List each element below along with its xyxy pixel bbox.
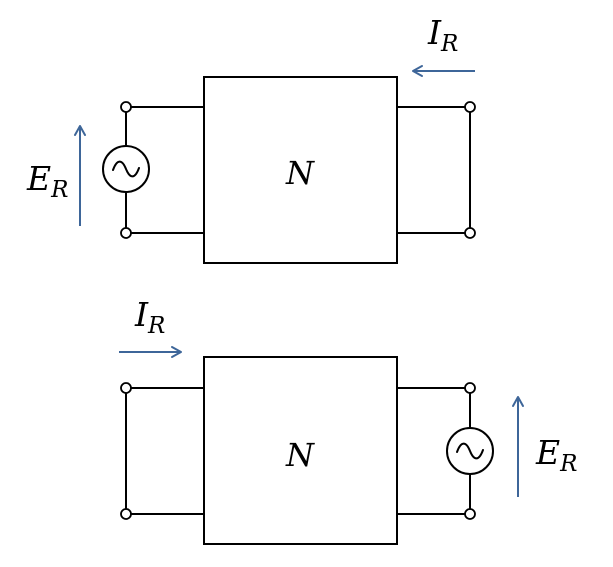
- terminal-left-top: [120, 101, 132, 113]
- network-box: [203, 356, 398, 545]
- tilde-icon: [112, 160, 140, 178]
- current-label: IR: [134, 295, 165, 339]
- voltage-label: ER: [535, 433, 577, 477]
- terminal-right-top: [464, 382, 476, 394]
- network-label: N: [285, 154, 315, 192]
- circuit-bottom: N ER: [119, 295, 577, 545]
- terminal-left-bottom: [120, 508, 132, 520]
- terminal-right-bottom: [464, 508, 476, 520]
- current-arrow-left-icon: [412, 65, 475, 77]
- tilde-icon: [456, 442, 484, 460]
- voltage-arrow-up-icon: [74, 125, 86, 226]
- circuit-top: N ER: [26, 13, 476, 264]
- network-label: N: [285, 436, 315, 474]
- network-box: [203, 76, 398, 264]
- terminal-right-bottom: [464, 227, 476, 239]
- voltage-arrow-up-icon: [512, 396, 524, 497]
- ac-source: [102, 145, 150, 193]
- terminal-left-top: [120, 382, 132, 394]
- current-arrow-right-icon: [119, 346, 182, 358]
- terminal-right-top: [464, 101, 476, 113]
- current-label: IR: [427, 13, 458, 57]
- ac-source: [446, 427, 494, 475]
- terminal-left-bottom: [120, 227, 132, 239]
- voltage-label: ER: [26, 159, 68, 203]
